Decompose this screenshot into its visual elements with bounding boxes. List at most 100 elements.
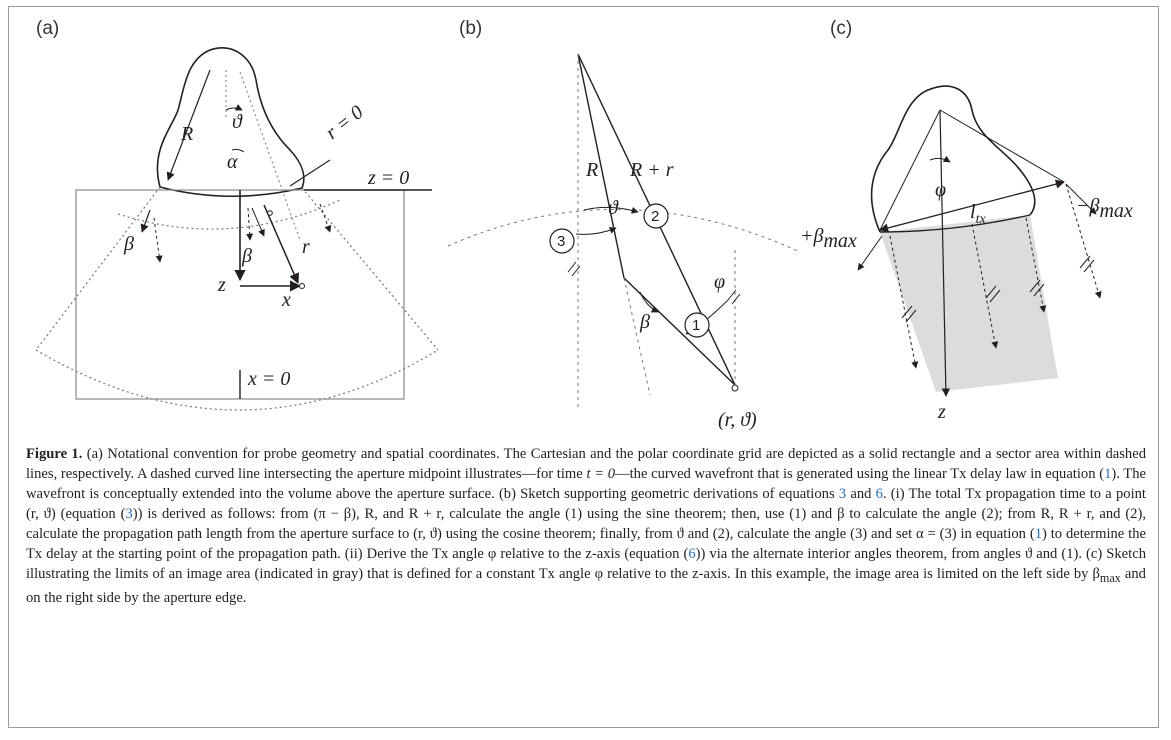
label-r-a: r bbox=[302, 236, 310, 258]
caption-t0: t = 0 bbox=[586, 466, 616, 482]
theta-arc-b bbox=[583, 206, 639, 214]
beta-ray-3 bbox=[319, 203, 332, 233]
caption-text-6: )) is derived as follows: from (π − β), … bbox=[26, 506, 1146, 542]
r-line bbox=[623, 277, 736, 386]
aperture-curve bbox=[159, 186, 303, 198]
radial-dashed-lines bbox=[225, 70, 301, 241]
figure-frame bbox=[8, 6, 1159, 728]
beta-arrow-1 bbox=[140, 209, 151, 233]
caption-figure-label: Figure 1. bbox=[26, 446, 83, 462]
caption-text-1: (a) Notational convention for probe geom… bbox=[26, 446, 1146, 482]
theta-arc-a bbox=[225, 104, 243, 111]
beta-ray-1 bbox=[153, 217, 163, 263]
panel-a: (a) R ϑ α r = 0 bbox=[35, 18, 439, 411]
beta-arrow-2 bbox=[251, 207, 265, 237]
point-a2 bbox=[267, 210, 273, 216]
figure-caption: Figure 1. (a) Notational convention for … bbox=[26, 444, 1146, 608]
label-plus-beta-max: +βmax bbox=[800, 225, 857, 252]
probe-outline-c bbox=[870, 85, 1036, 233]
hatch-b1a bbox=[567, 261, 577, 273]
label-theta-a: ϑ bbox=[232, 111, 243, 133]
label-beta-b: β bbox=[639, 311, 650, 333]
panel-c: (c) φ ltx +βmax −βmax z bbox=[800, 18, 1133, 423]
caption-ref-eq3[interactable]: 3 bbox=[838, 486, 847, 502]
sector-boundary bbox=[35, 186, 439, 411]
ray-c4 bbox=[1065, 183, 1102, 299]
hatch-b2a bbox=[727, 289, 737, 301]
probe-outline bbox=[156, 47, 305, 189]
caption-text-5: . (i) The total Tx propagation time to a… bbox=[26, 486, 1146, 522]
label-beta-a1: β bbox=[123, 233, 134, 255]
ray-c1 bbox=[889, 235, 919, 369]
beta-max-neg-arrow bbox=[1065, 183, 1097, 215]
label-R-b: R bbox=[585, 159, 598, 181]
beta-arc-b bbox=[639, 291, 659, 313]
circle-1 bbox=[684, 312, 710, 338]
circle-3-label: 3 bbox=[557, 233, 565, 250]
label-point-b: (r, ϑ) bbox=[718, 409, 757, 431]
point-a bbox=[299, 283, 305, 289]
circle-2 bbox=[643, 203, 669, 229]
label-R-a: R bbox=[180, 123, 193, 145]
caption-ref-eq1[interactable]: 1 bbox=[1104, 466, 1112, 482]
label-alpha: α bbox=[227, 151, 238, 173]
panel-a-label: (a) bbox=[36, 18, 59, 39]
angle3-arc bbox=[575, 227, 617, 235]
label-z-a: z bbox=[217, 274, 226, 296]
label-Rr-b: R + r bbox=[629, 159, 674, 181]
caption-ref-eq1b[interactable]: 1 bbox=[1034, 526, 1042, 542]
wavefront-b bbox=[447, 209, 801, 253]
panel-c-label: (c) bbox=[830, 18, 852, 39]
caption-ref-eq3b[interactable]: 3 bbox=[125, 506, 133, 522]
R-arrow bbox=[166, 69, 211, 181]
beta-ref-b bbox=[623, 277, 651, 396]
z-axis-c bbox=[939, 109, 951, 397]
caption-text-8: )) via the alternate interior angles the… bbox=[26, 546, 1146, 582]
ray-c3 bbox=[1025, 217, 1047, 313]
caption-text-4: and bbox=[846, 486, 876, 502]
label-r0: r = 0 bbox=[322, 101, 368, 144]
circle-1-label: 1 bbox=[692, 317, 700, 334]
wavefront-a bbox=[117, 199, 341, 230]
label-beta-a2: β bbox=[241, 245, 252, 267]
figure-graphic: (a) R ϑ α r = 0 bbox=[35, 18, 1133, 431]
caption-text-7: ) to determine the Tx delay at the start… bbox=[26, 526, 1146, 562]
hatch-b1b bbox=[571, 265, 581, 277]
hatch-c4b bbox=[1083, 259, 1095, 273]
label-theta-b: ϑ bbox=[608, 197, 619, 219]
caption-paragraph: Figure 1. (a) Notational convention for … bbox=[26, 444, 1146, 608]
hatch-c2b bbox=[989, 289, 1001, 303]
label-z0: z = 0 bbox=[367, 167, 409, 189]
caption-text-3: ). The wavefront is conceptually extende… bbox=[26, 466, 1146, 502]
point-b bbox=[731, 384, 739, 392]
caption-text-9: and on the right side by the aperture ed… bbox=[26, 566, 1146, 606]
edge-ray-right bbox=[939, 109, 1065, 183]
hatch-c1a bbox=[901, 305, 913, 319]
caption-ref-eq6[interactable]: 6 bbox=[875, 486, 883, 502]
hatch-b2b bbox=[731, 293, 741, 305]
R-line bbox=[577, 53, 625, 279]
hatch-c4a bbox=[1079, 255, 1091, 269]
label-phi-c: φ bbox=[935, 179, 946, 201]
caption-sub-max: max bbox=[1099, 570, 1121, 585]
panel-b-label: (b) bbox=[459, 18, 482, 39]
label-ltx: ltx bbox=[970, 201, 986, 227]
label-x0: x = 0 bbox=[247, 368, 290, 390]
beta-ray-2 bbox=[246, 207, 254, 241]
caption-ref-eq6b[interactable]: 6 bbox=[688, 546, 696, 562]
label-x-a: x bbox=[281, 289, 291, 311]
label-z-c: z bbox=[937, 401, 946, 423]
label-phi-b: φ bbox=[714, 271, 725, 293]
beta-max-pos-arrow bbox=[857, 235, 883, 271]
r0-line bbox=[289, 159, 331, 187]
phi-arc-c bbox=[929, 155, 951, 163]
hatch-c3a bbox=[1029, 279, 1041, 293]
image-area bbox=[880, 215, 1058, 392]
edge-ray-left bbox=[879, 109, 941, 231]
r-arrow bbox=[263, 204, 300, 284]
hatch-c1b bbox=[905, 309, 917, 323]
hatch-c3b bbox=[1033, 283, 1045, 297]
hatch-c2a bbox=[985, 285, 997, 299]
panel-b: (b) 2 3 1 R R + r ϑ φ β (r, ϑ) bbox=[447, 18, 801, 431]
circle-2-label: 2 bbox=[651, 208, 659, 225]
